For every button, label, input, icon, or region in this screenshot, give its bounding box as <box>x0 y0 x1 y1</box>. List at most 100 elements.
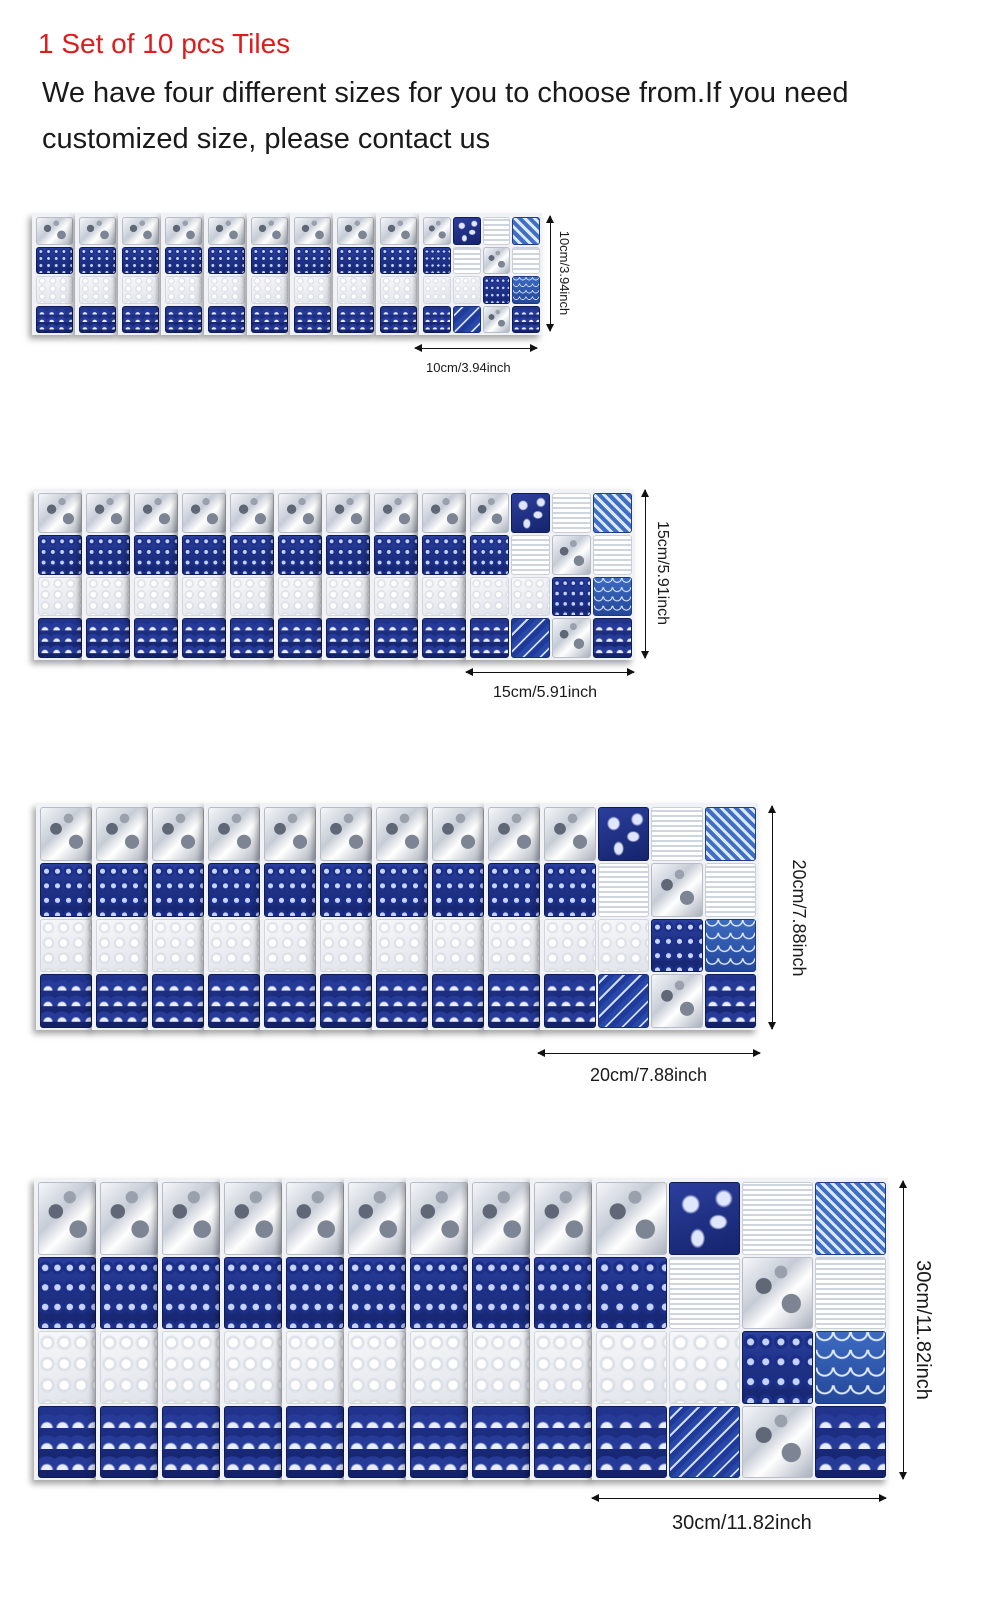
mosaic-tile <box>224 1256 282 1329</box>
tile-sheet <box>96 1178 160 1480</box>
mosaic-tile <box>152 862 204 917</box>
mosaic-tile <box>432 918 484 973</box>
mosaic-tile <box>251 217 288 245</box>
mosaic-tile <box>512 305 540 333</box>
mosaic-tile <box>374 576 418 617</box>
tile-sheet <box>75 213 118 335</box>
mosaic-tile <box>423 305 451 333</box>
mosaic-tile <box>38 493 82 533</box>
mosaic-tile <box>40 974 92 1028</box>
tile-sheet <box>148 803 206 1030</box>
mosaic-tile <box>286 1182 344 1255</box>
mosaic-tile <box>511 576 550 617</box>
tile-sheet <box>316 803 374 1030</box>
mosaic-tile <box>326 618 370 658</box>
mosaic-tile <box>38 576 82 617</box>
mosaic-tile <box>36 217 73 245</box>
tile-stack-10cm <box>32 213 542 335</box>
mosaic-tile <box>208 246 245 274</box>
mosaic-tile <box>422 534 466 575</box>
tile-sheet <box>204 803 262 1030</box>
mosaic-tile <box>651 918 703 973</box>
tile-sheet <box>220 1178 284 1480</box>
mosaic-tile <box>100 1182 158 1255</box>
mosaic-tile <box>96 974 148 1028</box>
mosaic-tile <box>38 1256 96 1329</box>
mosaic-tile <box>230 534 274 575</box>
tile-stack-20cm <box>36 803 758 1030</box>
mosaic-tile <box>286 1405 344 1478</box>
mosaic-tile <box>742 1405 813 1478</box>
height-dimension-30cm <box>898 1180 908 1480</box>
mosaic-tile <box>286 1256 344 1329</box>
tile-sheet <box>260 803 318 1030</box>
mosaic-tile <box>337 217 374 245</box>
mosaic-tile <box>278 618 322 658</box>
mosaic-tile <box>596 1331 667 1404</box>
mosaic-tile <box>38 1405 96 1478</box>
mosaic-tile <box>534 1182 592 1255</box>
mosaic-tile <box>294 305 331 333</box>
mosaic-tile <box>278 576 322 617</box>
mosaic-tile <box>512 276 540 304</box>
mosaic-tile <box>162 1331 220 1404</box>
mosaic-tile <box>320 974 372 1028</box>
mosaic-tile <box>286 1331 344 1404</box>
mosaic-tile <box>534 1331 592 1404</box>
mosaic-tile <box>488 862 540 917</box>
mosaic-tile <box>326 576 370 617</box>
mosaic-tile <box>251 246 288 274</box>
width-label-20cm: 20cm/7.88inch <box>590 1065 708 1085</box>
mosaic-tile <box>320 807 372 861</box>
mosaic-tile <box>742 1331 813 1404</box>
mosaic-tile <box>552 576 591 617</box>
height-dimension-10cm <box>545 215 555 332</box>
mosaic-tile <box>452 276 481 304</box>
mosaic-tile <box>374 618 418 658</box>
mosaic-tile <box>410 1331 468 1404</box>
mosaic-tile <box>208 918 260 973</box>
mosaic-tile <box>380 217 417 245</box>
mosaic-tile <box>86 534 130 575</box>
width-dimension-10cm <box>414 343 538 353</box>
tile-sheet <box>161 213 204 335</box>
mosaic-tile <box>470 576 509 617</box>
mosaic-tile <box>597 918 649 973</box>
mosaic-tile <box>423 276 451 304</box>
mosaic-tile <box>36 246 73 274</box>
tile-sheet <box>282 1178 346 1480</box>
mosaic-tile <box>512 246 540 274</box>
mosaic-tile <box>40 862 92 917</box>
mosaic-tile <box>470 493 509 533</box>
mosaic-tile <box>251 276 288 304</box>
mosaic-tile <box>472 1331 530 1404</box>
mosaic-tile <box>122 246 159 274</box>
mosaic-tile <box>162 1182 220 1255</box>
mosaic-tile <box>669 1331 740 1404</box>
mosaic-tile <box>96 918 148 973</box>
width-label-15cm: 15cm/5.91inch <box>493 684 598 701</box>
mosaic-tile <box>376 862 428 917</box>
mosaic-tile <box>337 246 374 274</box>
mosaic-tile <box>40 807 92 861</box>
tile-sheet <box>484 803 542 1030</box>
tile-sheet <box>322 489 372 660</box>
mosaic-tile <box>593 618 632 658</box>
mosaic-tile <box>410 1405 468 1478</box>
mosaic-tile <box>593 534 632 575</box>
mosaic-tile <box>374 534 418 575</box>
mosaic-tile <box>165 276 202 304</box>
mosaic-tile <box>224 1405 282 1478</box>
mosaic-tile <box>100 1331 158 1404</box>
height-dimension-20cm <box>767 805 777 1030</box>
mosaic-tile <box>326 534 370 575</box>
mosaic-tile <box>208 305 245 333</box>
tile-sheet <box>247 213 290 335</box>
mosaic-tile <box>278 534 322 575</box>
mosaic-tile <box>376 918 428 973</box>
tile-sheet <box>118 213 161 335</box>
mosaic-tile <box>380 246 417 274</box>
mosaic-tile <box>86 576 130 617</box>
mosaic-tile <box>596 1405 667 1478</box>
mosaic-tile <box>544 918 596 973</box>
